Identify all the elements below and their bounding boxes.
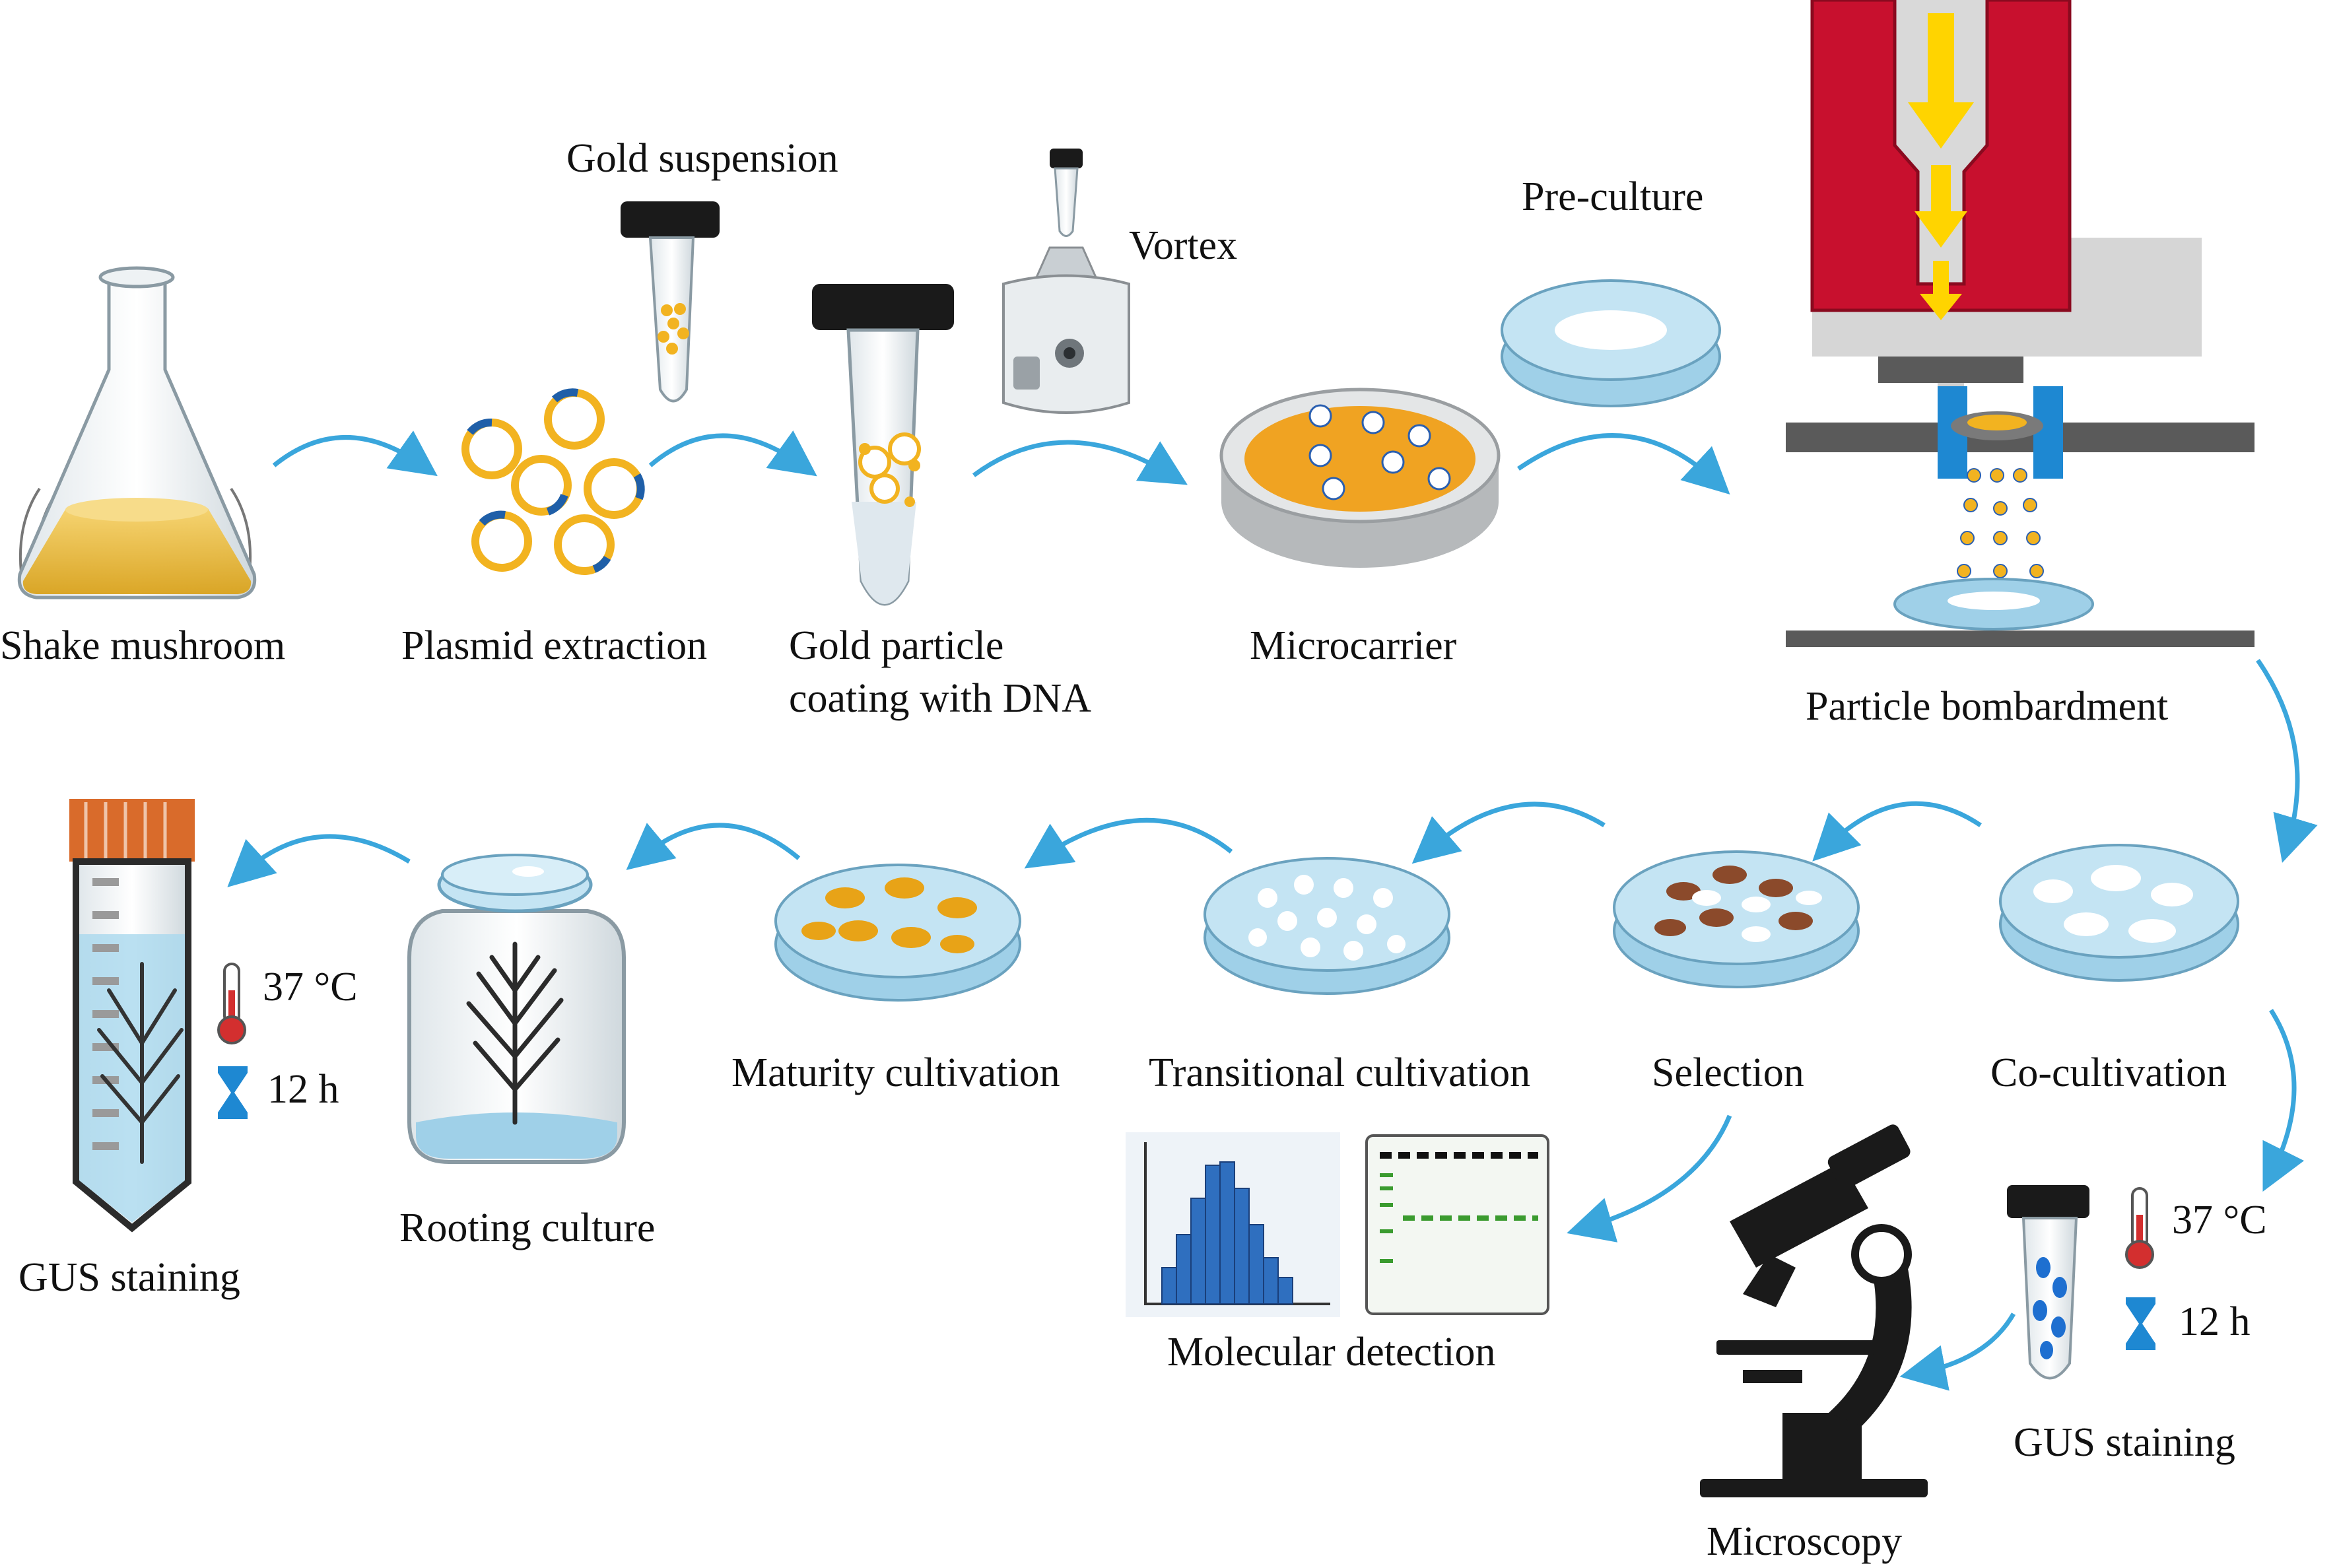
transitional-dish-icon [1203,857,1450,995]
label-shake-mushroom: Shake mushroom [0,623,285,668]
label-molecular-detection: Molecular detection [1167,1330,1496,1375]
plasmid-rings-icon [461,388,645,575]
label-microcarrier: Microcarrier [1250,623,1457,668]
arrow-cocult-to-gus-right [2262,1009,2305,1192]
time-left: 12 h [267,1067,339,1112]
label-transitional-cultivation: Transitional cultivation [1149,1050,1530,1095]
label-co-cultivation: Co-cultivation [1990,1050,2227,1095]
arrow-coating-to-microcarrier [972,440,1188,485]
label-gold-coating-line2: coating with DNA [789,676,1091,721]
pre-culture-dish-icon [1501,279,1721,407]
label-gold-suspension: Gold suspension [566,136,838,181]
label-plasmid-extraction: Plasmid extraction [401,623,707,668]
rooting-jar-icon [407,854,626,1164]
temp-right: 37 °C [2172,1198,2267,1243]
gel-electrophoresis-icon [1365,1134,1549,1315]
label-rooting-culture: Rooting culture [399,1206,655,1250]
arrow-rooting-to-gus [227,834,411,887]
time-right: 12 h [2179,1299,2251,1344]
label-maturity-cultivation: Maturity cultivation [731,1050,1060,1095]
arrow-cocult-to-selection [1812,801,1982,862]
falcon-tube-icon [69,799,195,1233]
label-gold-coating-line1: Gold particle [789,623,1003,668]
labels: Shake mushroom Plasmid extraction Gold s… [0,136,2267,1564]
erlenmeyer-flask-icon [17,266,257,599]
hourglass-right-icon [2126,1297,2155,1350]
arrow-microcarrier-to-bombard [1517,433,1730,495]
label-microscopy: Microscopy [1707,1519,1902,1564]
hourglass-icon [218,1066,248,1119]
flow-arrows [227,430,2318,1391]
arrow-selection-to-molecular [1567,1114,1732,1243]
arrow-selection-to-transitional [1411,801,1606,864]
maturity-dish-icon [774,864,1021,1002]
label-gus-staining-left: GUS staining [18,1255,240,1300]
arrow-gus-to-microscope [1899,1312,2016,1391]
label-particle-bombardment: Particle bombardment [1806,684,2168,729]
gold-suspension-tube-icon [621,201,720,403]
label-gus-staining-right: GUS staining [2014,1420,2235,1465]
co-cultivation-dish-icon [1999,844,2239,982]
arrow-plasmid-to-coating [648,430,817,477]
microcarrier-dish-icon [1219,388,1501,568]
selection-dish-icon [1613,850,1860,988]
coating-tube-icon [812,284,954,606]
thermometer-icon [217,963,246,1044]
label-pre-culture: Pre-culture [1522,174,1703,219]
vortex-mixer-icon [1002,149,1130,414]
gene-gun-icon [1786,0,2254,647]
microscope-icon [1700,1124,1928,1497]
arrow-flask-to-plasmid [272,430,438,477]
thermometer-right-icon [2125,1187,2154,1269]
arrow-bombard-to-cocult [2256,659,2318,863]
label-selection: Selection [1652,1050,1804,1095]
arrow-maturity-to-rooting [626,823,801,870]
arrow-transitional-to-maturity [1024,817,1233,869]
histogram-chart-icon [1126,1132,1340,1317]
temp-left: 37 °C [263,965,358,1009]
gus-tube-right-icon [2007,1185,2089,1380]
label-vortex: Vortex [1129,223,1237,268]
